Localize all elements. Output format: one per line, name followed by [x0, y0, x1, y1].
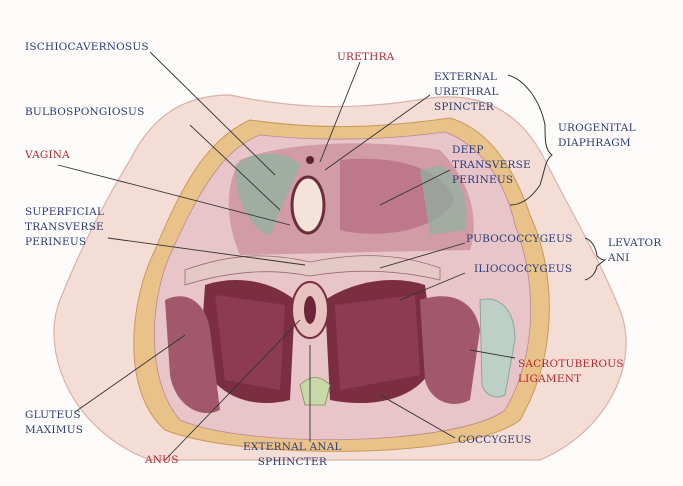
label-superficial-transverse-perineus: SUPERFICIAL TRANSVERSE PERINEUS [25, 205, 104, 250]
label-gluteus-maximus: GLUTEUS MAXIMUS [25, 408, 83, 438]
label-pubococcygeus: PUBOCOCCYGEUS [466, 232, 573, 247]
anal-opening [304, 296, 316, 324]
label-sacrotuberous-ligament: SACROTUBEROUS LIGAMENT [518, 357, 624, 387]
label-bulbospongiosus: BULBOSPONGIOSUS [25, 105, 145, 120]
label-ischiocavernosus: ISCHIOCAVERNOSUS [25, 40, 149, 55]
label-deep-transverse-perineus: DEEP TRANSVERSE PERINEUS [452, 143, 531, 188]
coccyx [300, 378, 330, 406]
label-external-urethral-sphincter: EXTERNAL URETHRAL SPINCTER [434, 70, 499, 115]
label-coccygeus: COCCYGEUS [458, 433, 532, 448]
label-levator-ani: LEVATOR ANI [608, 236, 661, 266]
label-iliococcygeus: ILIOCOCCYGEUS [474, 262, 572, 277]
label-vagina: VAGINA [25, 148, 70, 163]
label-external-anal-sphincter: EXTERNAL ANAL SPHINCTER [243, 440, 342, 470]
levator-ani-left-shade [215, 295, 285, 390]
label-urogenital-diaphragm: UROGENITAL DIAPHRAGM [558, 121, 636, 151]
levator-ani-right-shade [335, 295, 420, 390]
label-anus: ANUS [145, 453, 179, 468]
label-urethra: URETHRA [337, 50, 394, 65]
urethral-orifice [306, 156, 314, 164]
vaginal-opening [292, 177, 324, 233]
